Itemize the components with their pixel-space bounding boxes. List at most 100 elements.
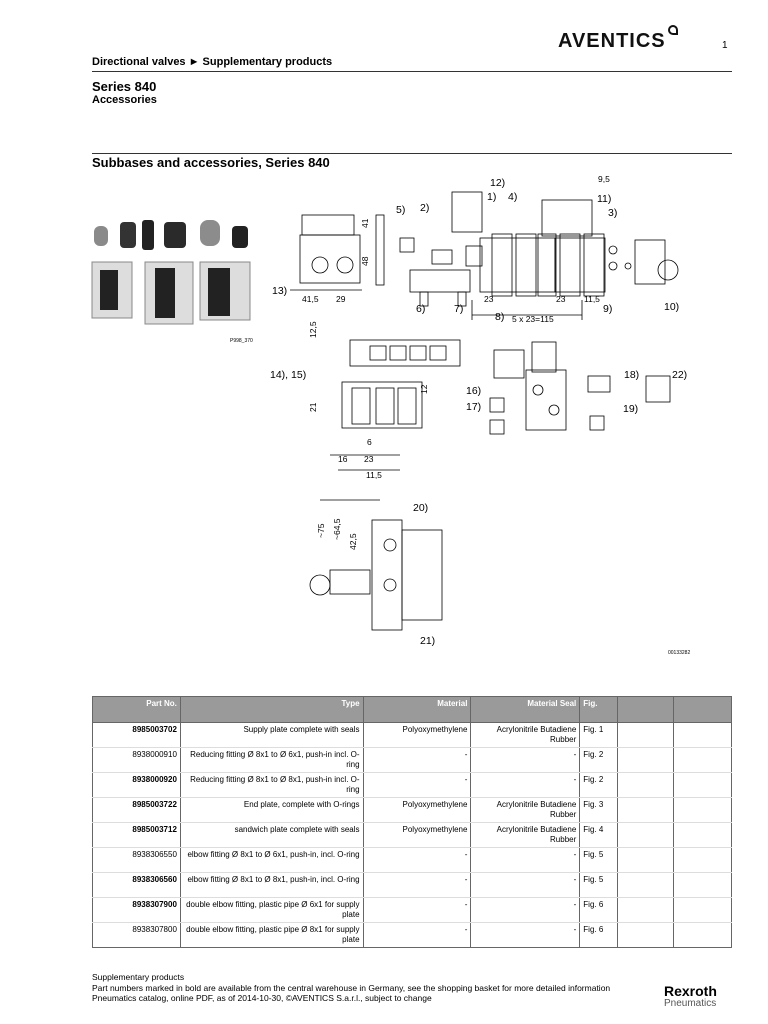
cell-part-no: 8938307800 xyxy=(92,922,181,948)
cell-fig: Fig. 2 xyxy=(579,747,619,773)
cell-extra-1 xyxy=(617,922,675,948)
dim-23-right: 23 xyxy=(556,294,566,304)
section-title: Subbases and accessories, Series 840 xyxy=(92,155,330,170)
header-fig: Fig. xyxy=(579,696,619,723)
callout-5: 5) xyxy=(396,204,405,216)
cell-type: Reducing fitting Ø 8x1 to Ø 8x1, push-in… xyxy=(179,772,364,798)
callout-2: 2) xyxy=(420,202,429,214)
dim-11-5-top: 11,5 xyxy=(584,294,600,304)
cell-material: - xyxy=(362,872,472,898)
footer-line-3: Pneumatics catalog, online PDF, as of 20… xyxy=(92,993,432,1003)
callout-22: 22) xyxy=(672,369,687,381)
cell-seal: Acrylonitrile Butadiene Rubber xyxy=(470,822,581,848)
cell-fig: Fig. 5 xyxy=(579,872,619,898)
cell-extra-2 xyxy=(673,897,732,923)
callout-13: 13) xyxy=(272,285,287,297)
dim-64-5: ~64,5 xyxy=(332,518,342,540)
cell-seal: - xyxy=(470,872,581,898)
table-row: 8938000910 Reducing fitting Ø 8x1 to Ø 6… xyxy=(92,747,732,773)
callout-21: 21) xyxy=(420,635,435,647)
cell-extra-1 xyxy=(617,772,675,798)
dim-21: 21 xyxy=(308,402,318,412)
header-extra-1 xyxy=(617,696,675,723)
cell-seal: - xyxy=(470,847,581,873)
table-row: 8938307800 double elbow fitting, plastic… xyxy=(92,922,732,948)
cell-seal: - xyxy=(470,772,581,798)
callout-9: 9) xyxy=(603,303,612,315)
cell-extra-2 xyxy=(673,847,732,873)
cell-type: elbow fitting Ø 8x1 to Ø 6x1, push-in, i… xyxy=(179,847,364,873)
dim-48: 48 xyxy=(360,256,370,266)
series-title: Series 840 xyxy=(92,79,157,94)
cell-fig: Fig. 2 xyxy=(579,772,619,798)
cell-material: Polyoxymethylene xyxy=(362,822,472,848)
callout-10: 10) xyxy=(664,301,679,313)
table-row: 8985003712 sandwich plate complete with … xyxy=(92,822,732,848)
table-header-row: Part No. Type Material Material Seal Fig… xyxy=(92,696,732,723)
cell-seal: - xyxy=(470,922,581,948)
callout-20: 20) xyxy=(413,502,428,514)
cell-extra-1 xyxy=(617,872,675,898)
callout-3: 3) xyxy=(608,207,617,219)
cell-type: double elbow fitting, plastic pipe Ø 6x1… xyxy=(179,897,364,923)
cell-fig: Fig. 4 xyxy=(579,822,619,848)
product-photo xyxy=(91,220,251,325)
cell-part-no: 8985003702 xyxy=(92,722,181,748)
cell-fig: Fig. 5 xyxy=(579,847,619,873)
cell-extra-1 xyxy=(617,747,675,773)
dim-6: 6 xyxy=(367,437,372,447)
table-row: 8985003702 Supply plate complete with se… xyxy=(92,722,732,748)
cell-type: Reducing fitting Ø 8x1 to Ø 6x1, push-in… xyxy=(179,747,364,773)
callout-6: 6) xyxy=(416,303,425,315)
callout-7: 7) xyxy=(454,303,463,315)
footer-line-2: Part numbers marked in bold are availabl… xyxy=(92,982,611,993)
drawing-code: 00133282 xyxy=(668,650,691,656)
callout-11: 11) xyxy=(597,193,611,205)
cell-extra-2 xyxy=(673,797,732,823)
photo-code: P998_370 xyxy=(230,338,253,344)
dim-11-5-mid: 11,5 xyxy=(366,470,382,480)
table-row: 8938306560 elbow fitting Ø 8x1 to Ø 8x1,… xyxy=(92,872,732,898)
dim-41-5: 41,5 xyxy=(302,294,319,304)
cell-seal: Acrylonitrile Butadiene Rubber xyxy=(470,797,581,823)
callout-8: 8) xyxy=(495,311,504,323)
cell-fig: Fig. 3 xyxy=(579,797,619,823)
dim-9-5: 9,5 xyxy=(598,174,610,184)
rexroth-logo: Rexroth xyxy=(664,983,717,999)
dim-12: 12 xyxy=(419,384,429,394)
header-extra-2 xyxy=(673,696,732,723)
dim-75: ~75 xyxy=(316,523,326,538)
cell-type: Supply plate complete with seals xyxy=(179,722,364,748)
cell-part-no: 8938000920 xyxy=(92,772,181,798)
cell-fig: Fig. 1 xyxy=(579,722,619,748)
dim-16: 16 xyxy=(338,454,348,464)
page-number: 1 xyxy=(722,40,728,51)
header-part-no: Part No. xyxy=(92,696,181,723)
cell-extra-2 xyxy=(673,747,732,773)
cell-part-no: 8938307900 xyxy=(92,897,181,923)
cell-seal: - xyxy=(470,747,581,773)
callout-17: 17) xyxy=(466,401,481,413)
cell-extra-1 xyxy=(617,722,675,748)
callout-19: 19) xyxy=(623,403,638,415)
header-material-seal: Material Seal xyxy=(470,696,581,723)
cell-type: double elbow fitting, plastic pipe Ø 8x1… xyxy=(179,922,364,948)
cell-extra-1 xyxy=(617,822,675,848)
cell-material: - xyxy=(362,922,472,948)
cell-seal: Acrylonitrile Butadiene Rubber xyxy=(470,722,581,748)
rexroth-logo-subtitle: Pneumatics xyxy=(664,998,717,1009)
cell-material: - xyxy=(362,747,472,773)
dim-42-5: 42,5 xyxy=(348,533,358,550)
cell-extra-2 xyxy=(673,822,732,848)
cell-fig: Fig. 6 xyxy=(579,922,619,948)
cell-extra-2 xyxy=(673,722,732,748)
cell-material: Polyoxymethylene xyxy=(362,797,472,823)
cell-part-no: 8985003722 xyxy=(92,797,181,823)
parts-table: Part No. Type Material Material Seal Fig… xyxy=(92,696,732,948)
cell-material: Polyoxymethylene xyxy=(362,722,472,748)
cell-extra-1 xyxy=(617,797,675,823)
footer-line-1: Supplementary products xyxy=(92,972,185,982)
cell-extra-1 xyxy=(617,897,675,923)
dim-23-left: 23 xyxy=(484,294,494,304)
series-subtitle: Accessories xyxy=(92,94,157,106)
